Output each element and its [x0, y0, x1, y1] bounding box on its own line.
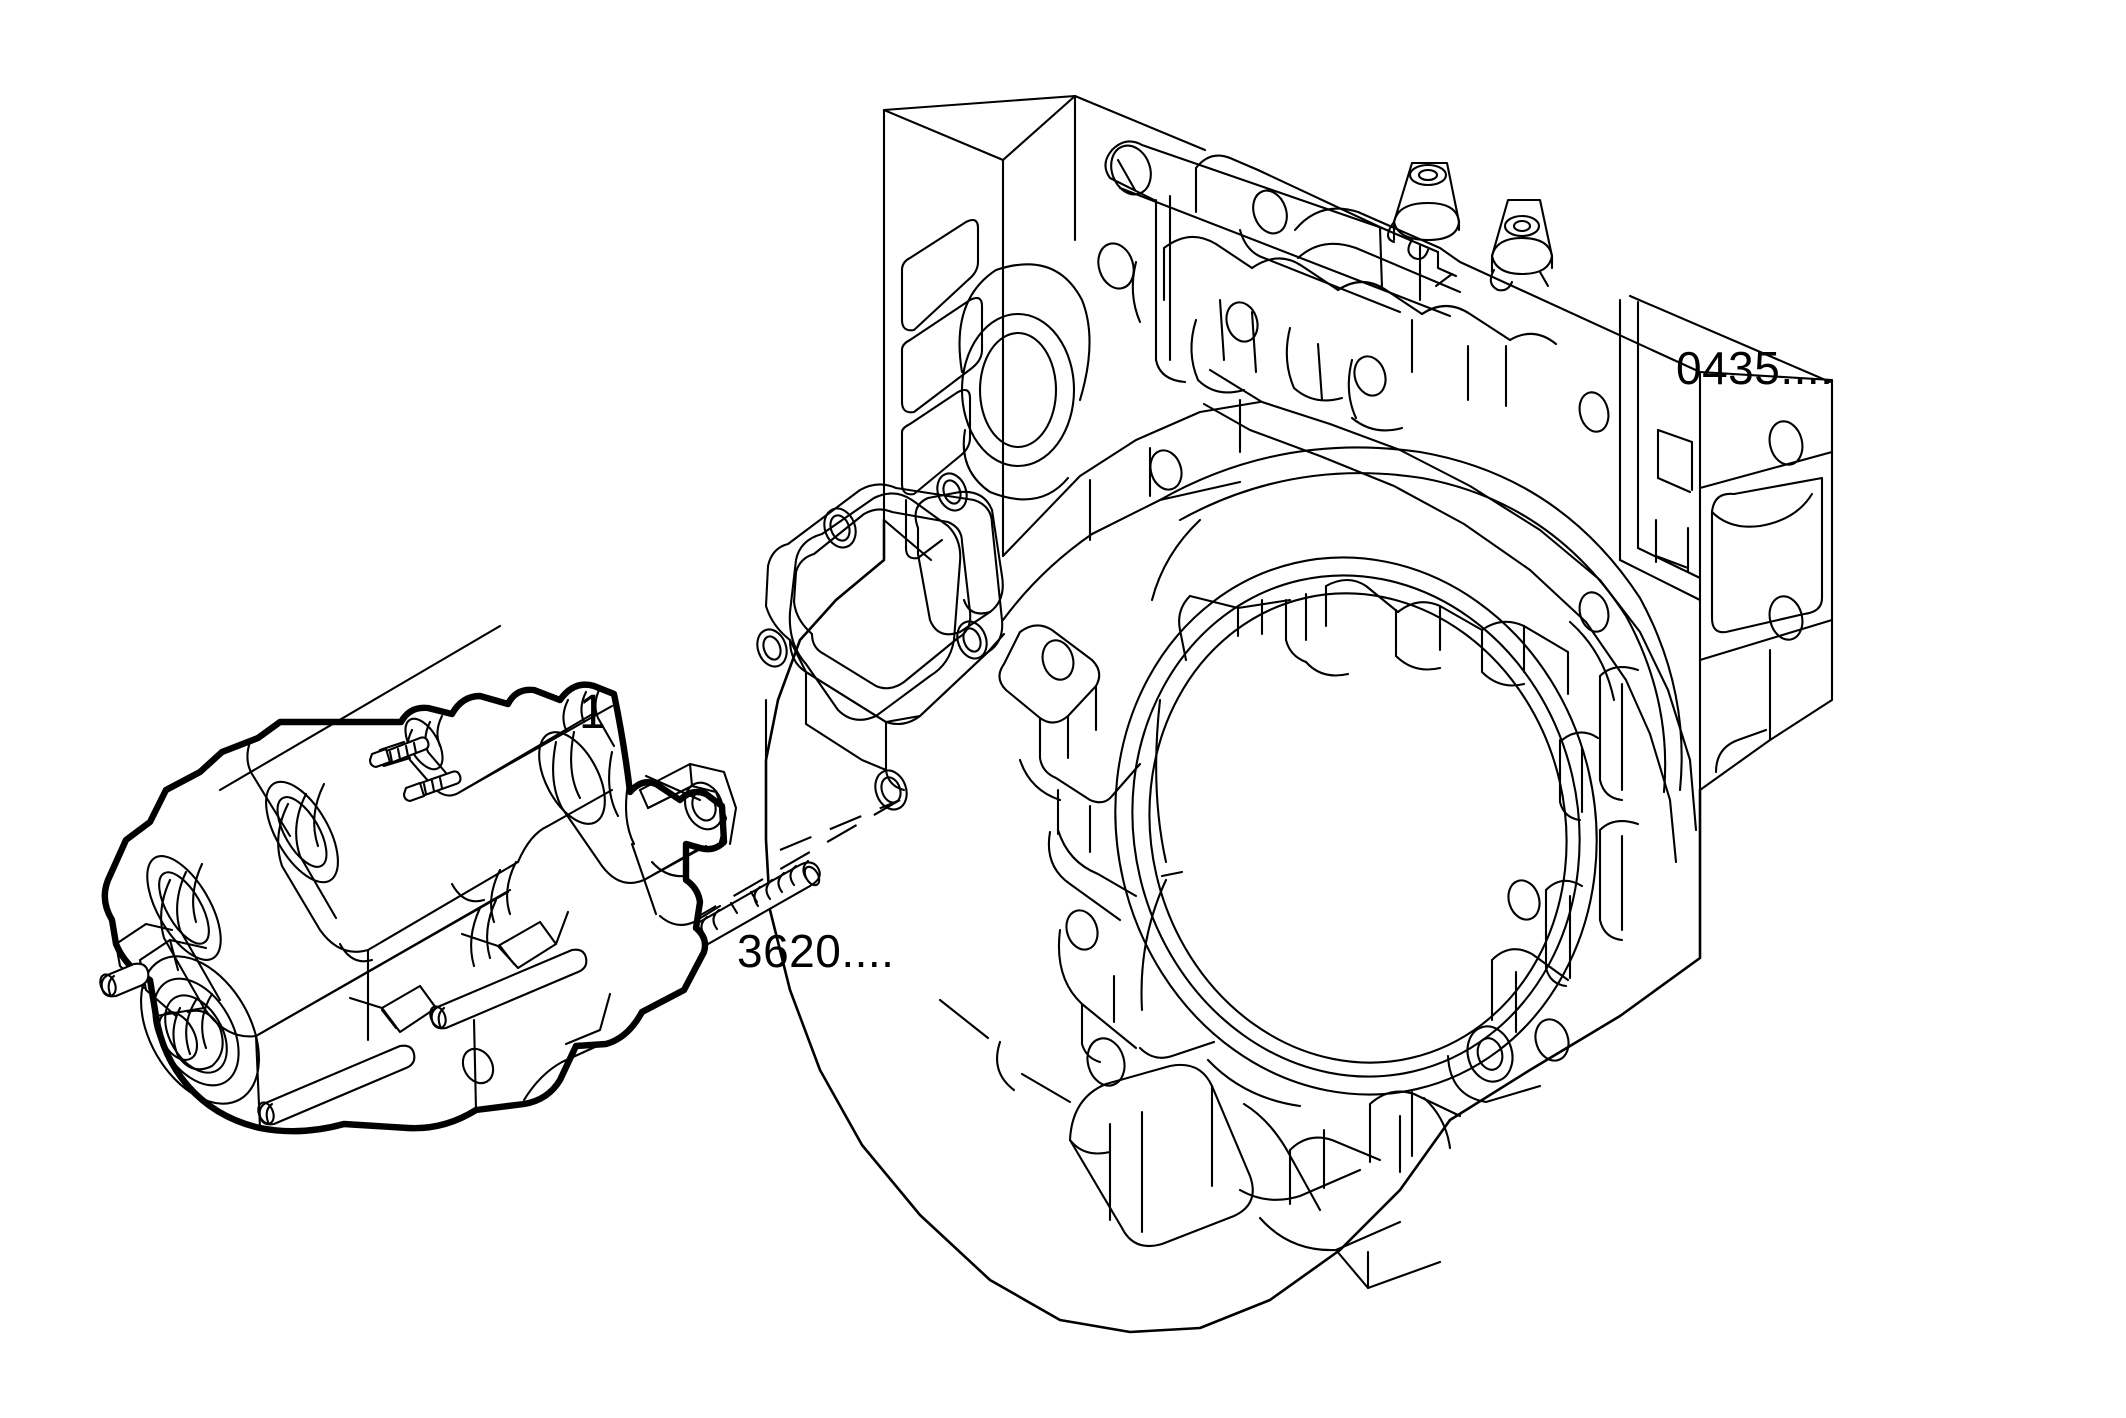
housing-group-label: 0435.... — [1676, 342, 1834, 394]
starter-callout-number: 1 — [579, 686, 607, 739]
fastener-group-label: 3620.... — [737, 925, 895, 977]
housing-surface-detail — [1065, 235, 1570, 1062]
flywheel-bore — [1114, 556, 1598, 1096]
housing-radial-ribs — [998, 518, 1640, 1108]
starter-drive-housing — [516, 730, 722, 926]
housing-boss-left — [1386, 161, 1461, 261]
housing-boss-right — [1489, 198, 1554, 292]
starter-solenoid — [368, 686, 616, 803]
housing-top-block — [882, 94, 1207, 562]
starter-motor-assembly — [99, 624, 738, 1135]
starter-mounting-pad — [756, 472, 1006, 811]
housing-right-block — [1458, 260, 1834, 792]
housing-top-ribs — [1104, 140, 1554, 384]
housing-arch-band — [1158, 446, 1683, 794]
flywheel-housing-assembly — [756, 94, 1834, 1334]
housing-outer-contour — [764, 518, 1702, 1334]
starter-pinion-nose — [99, 922, 260, 1105]
starter-upper-barrel — [265, 780, 520, 953]
starter-mounting-flange — [461, 762, 738, 1102]
starter-body-shading — [154, 882, 486, 1130]
housing-lower-flange — [938, 998, 1462, 1290]
